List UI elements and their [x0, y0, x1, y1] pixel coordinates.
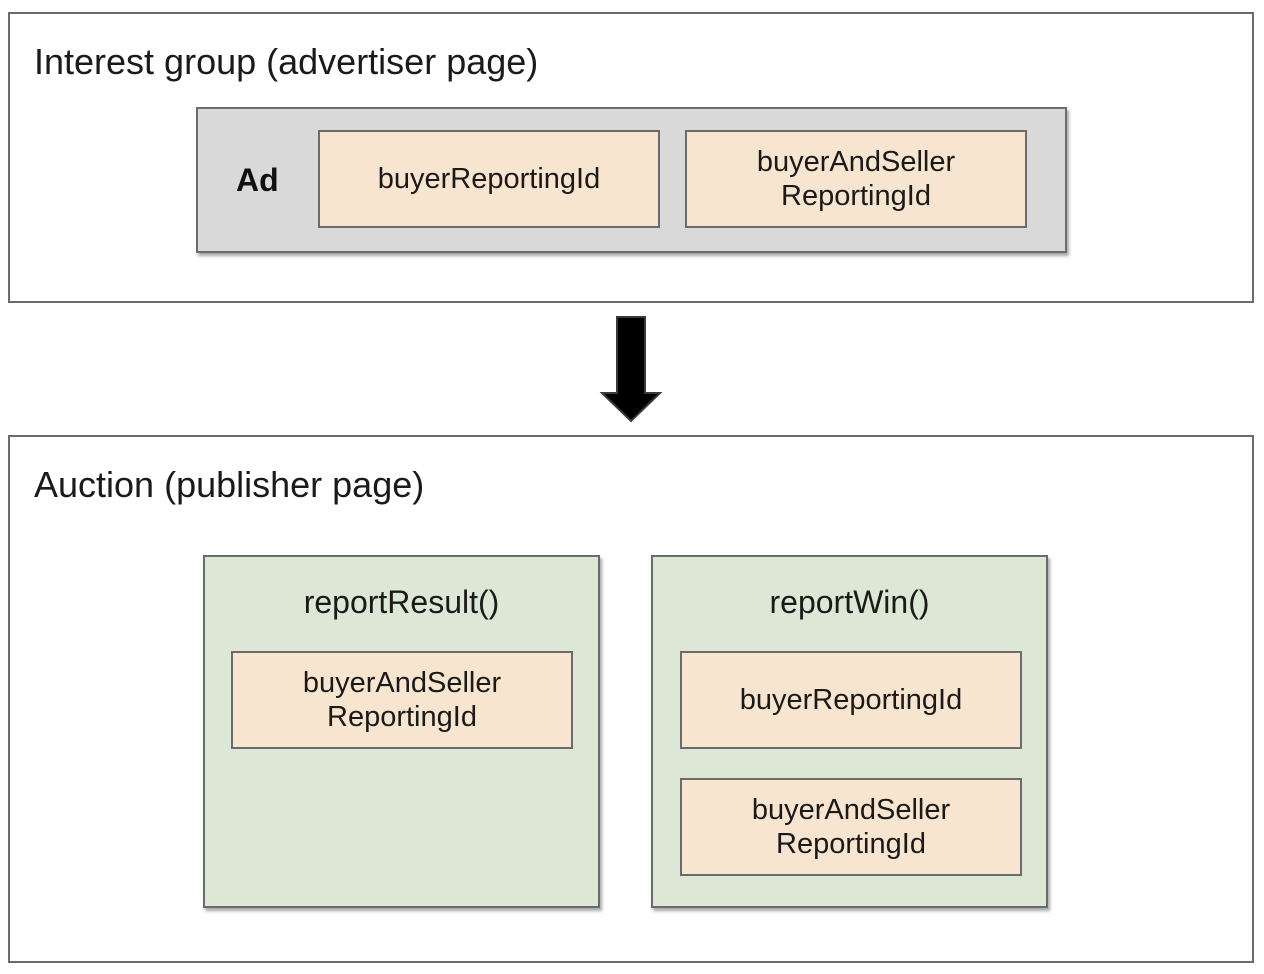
ad-buyer-reporting-id-text: buyerReportingId: [377, 163, 601, 195]
down-arrow-icon: [599, 316, 663, 423]
ad-buyer-and-seller-reporting-id-text: buyerAndSeller ReportingId: [756, 146, 956, 212]
auction-title: Auction (publisher page): [34, 464, 425, 505]
report-win-buyer-and-seller-reporting-id: buyerAndSeller ReportingId: [680, 778, 1022, 876]
ad-buyer-reporting-id: buyerReportingId: [318, 130, 660, 228]
report-result-title: reportResult(): [303, 584, 500, 620]
report-win-title: reportWin(): [769, 584, 930, 620]
report-result-buyer-and-seller-reporting-id-text: buyerAndSeller ReportingId: [302, 667, 502, 733]
report-win-buyer-and-seller-reporting-id-text: buyerAndSeller ReportingId: [751, 794, 951, 860]
ad-label: Ad: [236, 162, 279, 198]
report-win-box: reportWin() buyerReportingId buyerAndSel…: [651, 555, 1048, 908]
interest-group-title: Interest group (advertiser page): [34, 41, 539, 82]
ad-buyer-and-seller-reporting-id: buyerAndSeller ReportingId: [685, 130, 1027, 228]
report-result-box: reportResult() buyerAndSeller ReportingI…: [203, 555, 600, 908]
auction-panel: Auction (publisher page): [8, 435, 1254, 963]
ad-box: Ad buyerReportingId buyerAndSeller Repor…: [196, 107, 1067, 253]
report-result-buyer-and-seller-reporting-id: buyerAndSeller ReportingId: [231, 651, 573, 749]
report-win-buyer-reporting-id: buyerReportingId: [680, 651, 1022, 749]
report-win-buyer-reporting-id-text: buyerReportingId: [739, 684, 963, 716]
